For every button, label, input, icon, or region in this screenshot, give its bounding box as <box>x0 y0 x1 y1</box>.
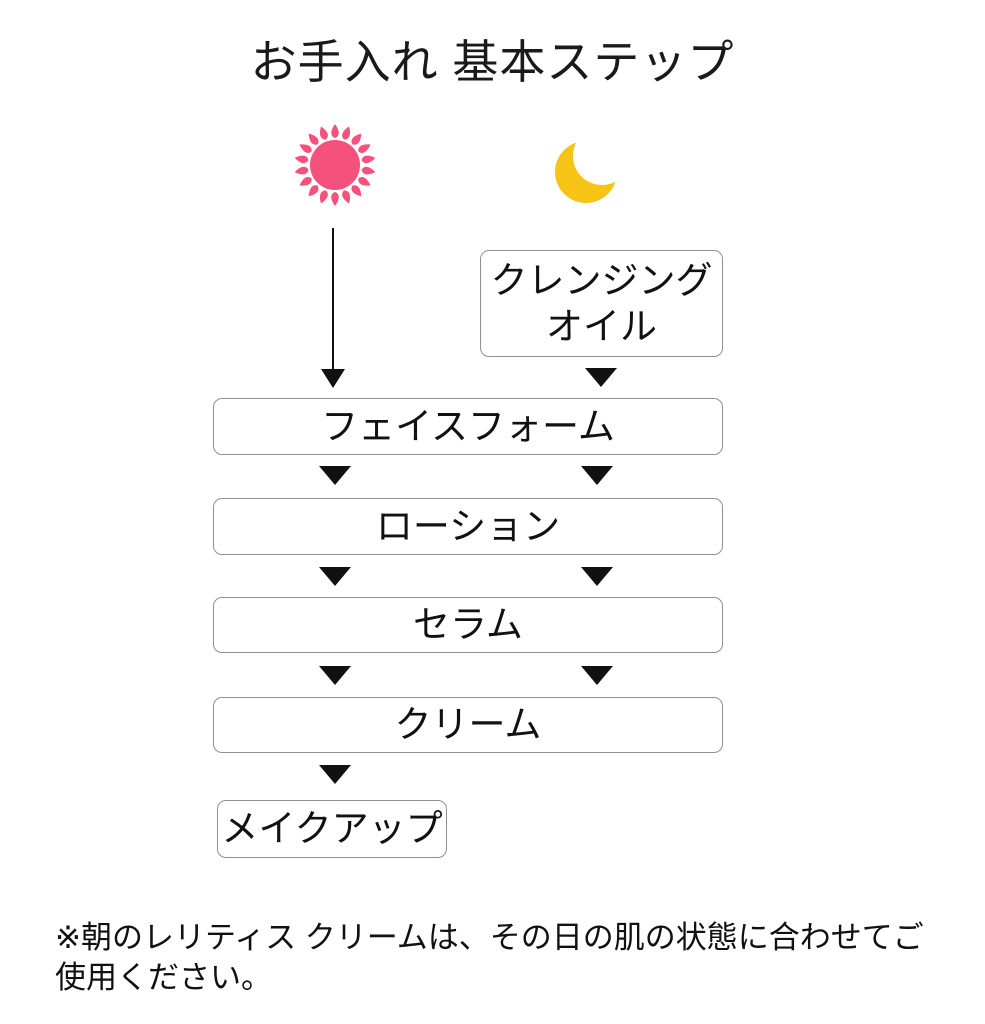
step-label: フェイスフォーム <box>321 405 615 447</box>
step-box-cream: クリーム <box>213 697 723 753</box>
down-arrow-icon <box>585 368 617 387</box>
step-box-face-foam: フェイスフォーム <box>213 398 723 455</box>
down-arrow-icon <box>581 466 613 485</box>
step-label: メイクアップ <box>221 808 443 849</box>
down-arrow-icon <box>581 666 613 685</box>
morning-flow-arrow <box>321 228 345 388</box>
arrow-shaft <box>332 228 334 369</box>
step-box-makeup: メイクアップ <box>217 800 447 858</box>
down-arrow-icon <box>319 567 351 586</box>
step-label: セラム <box>413 604 523 645</box>
moon-icon <box>555 128 631 203</box>
footnote: ※朝のレリティス クリームは、その日の肌の状態に合わせてご使用ください。 <box>55 920 924 995</box>
step-box-cleansing-oil: クレンジング オイル <box>480 250 723 357</box>
down-arrow-icon <box>581 567 613 586</box>
sun-rays <box>294 124 376 206</box>
arrow-head <box>321 369 345 388</box>
step-label-line: クレンジング <box>490 259 713 301</box>
step-box-lotion: ローション <box>213 498 723 555</box>
step-label-line: オイル <box>546 305 657 347</box>
step-label: ローション <box>375 505 561 547</box>
down-arrow-icon <box>319 466 351 485</box>
step-box-serum: セラム <box>213 597 723 653</box>
down-arrow-icon <box>319 666 351 685</box>
down-arrow-icon <box>319 765 351 784</box>
step-label: クリーム <box>394 704 542 745</box>
sun-icon <box>294 124 376 206</box>
page-title: お手入れ 基本ステップ <box>250 36 735 88</box>
